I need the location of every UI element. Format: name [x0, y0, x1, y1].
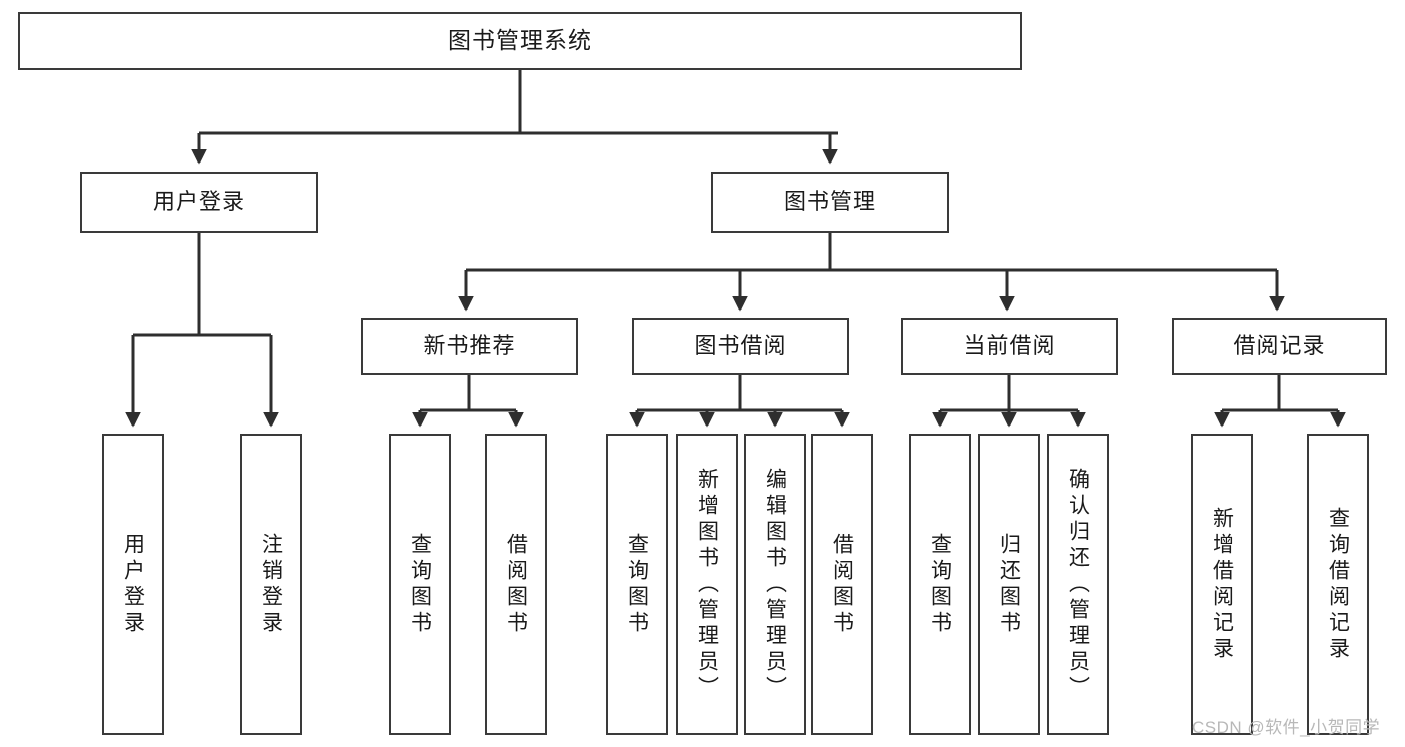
node-label: 图书管理系统 — [448, 27, 592, 54]
node-label: 查询图书 — [928, 532, 952, 637]
node-label: 查询图书 — [625, 532, 649, 637]
leaf-confirm-return-admin[interactable]: 确认归还（管理员） — [1047, 434, 1109, 735]
node-label: 用户登录 — [121, 532, 145, 637]
node-label: 新增借阅记录 — [1210, 506, 1234, 663]
leaf-logout[interactable]: 注销登录 — [240, 434, 302, 735]
leaf-add-borrow-record[interactable]: 新增借阅记录 — [1191, 434, 1253, 735]
node-label: 查询借阅记录 — [1326, 506, 1350, 663]
node-book-management-system[interactable]: 图书管理系统 — [18, 12, 1022, 70]
node-label: 编辑图书（管理员） — [763, 467, 787, 702]
node-book-borrow[interactable]: 图书借阅 — [632, 318, 849, 375]
leaf-query-book-recommend[interactable]: 查询图书 — [389, 434, 451, 735]
node-label: 图书借阅 — [694, 333, 787, 359]
leaf-user-login[interactable]: 用户登录 — [102, 434, 164, 735]
leaf-add-book-admin[interactable]: 新增图书（管理员） — [676, 434, 738, 735]
node-label: 用户登录 — [152, 189, 245, 215]
node-label: 归还图书 — [997, 532, 1021, 637]
node-label: 借阅记录 — [1233, 333, 1326, 359]
node-label: 借阅图书 — [504, 532, 528, 637]
leaf-borrow-book-recommend[interactable]: 借阅图书 — [485, 434, 547, 735]
node-borrow-record[interactable]: 借阅记录 — [1172, 318, 1387, 375]
leaf-query-borrow-record[interactable]: 查询借阅记录 — [1307, 434, 1369, 735]
node-label: 图书管理 — [783, 189, 876, 215]
leaf-return-book[interactable]: 归还图书 — [978, 434, 1040, 735]
node-new-book-recommend[interactable]: 新书推荐 — [361, 318, 578, 375]
leaf-edit-book-admin[interactable]: 编辑图书（管理员） — [744, 434, 806, 735]
node-user-login[interactable]: 用户登录 — [80, 172, 318, 233]
leaf-query-book-current[interactable]: 查询图书 — [909, 434, 971, 735]
node-label: 新增图书（管理员） — [695, 467, 719, 702]
node-label: 新书推荐 — [423, 333, 516, 359]
leaf-query-book-borrow[interactable]: 查询图书 — [606, 434, 668, 735]
node-label: 借阅图书 — [830, 532, 854, 637]
node-label: 当前借阅 — [963, 333, 1056, 359]
node-label: 确认归还（管理员） — [1066, 467, 1090, 702]
node-label: 查询图书 — [408, 532, 432, 637]
watermark-text: CSDN @软件_小贺同学 — [1192, 718, 1381, 737]
node-book-management[interactable]: 图书管理 — [711, 172, 949, 233]
node-label: 注销登录 — [259, 532, 283, 637]
node-current-borrow[interactable]: 当前借阅 — [901, 318, 1118, 375]
leaf-borrow-book[interactable]: 借阅图书 — [811, 434, 873, 735]
